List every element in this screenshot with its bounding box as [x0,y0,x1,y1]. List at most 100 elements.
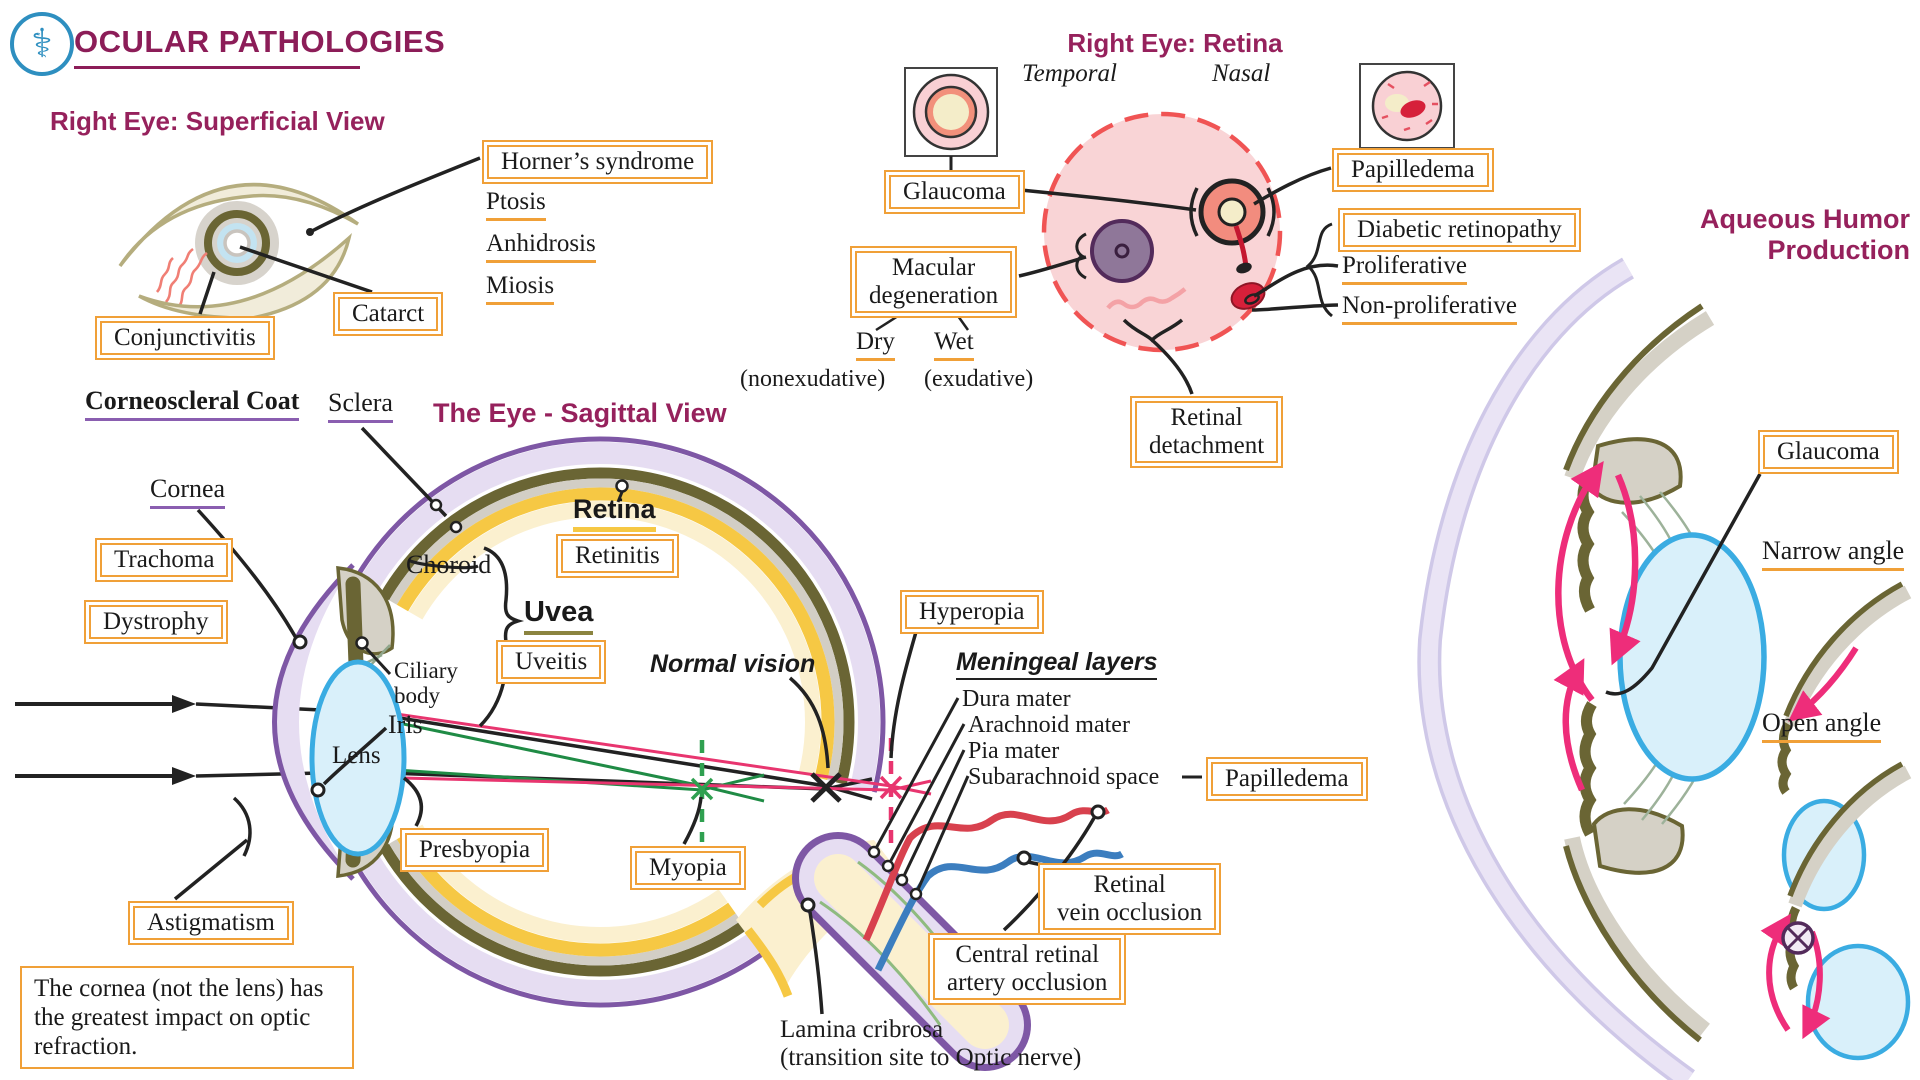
aq-glaucoma-leader [1605,473,1762,696]
macular-line2: degeneration [869,282,999,309]
macula-brace [1075,232,1087,280]
aq-lens [1617,532,1767,782]
wet-label: Wet [934,328,974,361]
choroid-label: Choroid [406,550,492,579]
presbyopia-box: Presbyopia [400,828,550,872]
retina-heading: Right Eye: Retina [1067,28,1283,58]
temporal-label: Temporal [1022,60,1117,87]
aq-cornea-band [1420,260,1693,1080]
diabetic-label: Diabetic retinopathy [1357,216,1562,243]
ciliary-body-label: Ciliary body [394,658,458,708]
aq-glaucoma-box: Glaucoma [1758,430,1899,474]
lamina-line2: (transition site to Optic nerve) [780,1044,1082,1071]
astigmatism-label: Astigmatism [147,909,275,936]
dura-label: Dura mater [962,686,1071,712]
aq-ciliary-bottom [1591,807,1685,875]
horners-leader [311,156,481,233]
retina-wrap-bottom [744,927,793,998]
cornea-outline [272,563,355,881]
myopia-box: Myopia [630,846,746,890]
arachnoid-label: Arachnoid mater [968,712,1130,738]
anhidrosis-label: Anhidrosis [486,230,596,263]
retinitis-label: Retinitis [575,542,660,569]
glaucoma-box: Glaucoma [884,170,1025,214]
dystrophy-box: Dystrophy [84,600,228,644]
glaucoma-label: Glaucoma [903,178,1006,205]
aq-iris-top [1577,475,1595,613]
vein-occl-line2: vein occlusion [1057,899,1203,926]
disc-vessel [1233,225,1249,267]
dystrophy-label: Dystrophy [103,608,209,635]
hyperopia-focus-x [879,775,903,800]
retinitis-box: Retinitis [556,534,679,578]
conjunctivitis-box: Conjunctivitis [95,316,275,360]
lower-eyelid [138,232,352,320]
diabetic-retinopathy-box: Diabetic retinopathy [1338,208,1581,252]
horners-box: Horner’s syndrome [482,140,714,184]
disc-arc-left [1189,187,1199,237]
staff-of-asclepius-icon: ⚕ [10,12,74,76]
lens-shape [309,659,407,857]
retinal-detachment-box: Retinal detachment [1130,396,1284,468]
artery-occl-line1: Central retinal [955,941,1100,968]
conjunctivitis-leader [198,271,216,315]
vein-occl-line1: Retinal [1093,871,1166,898]
dry-tick [875,314,899,332]
myopia-label: Myopia [649,854,727,881]
retina-label: Retina [573,494,656,532]
papilledema-box: Papilledema [1332,148,1494,192]
uvea-label: Uvea [524,596,594,635]
narrow-angle-inset [1777,581,1912,912]
papilledema-leader [1253,166,1332,206]
light-rays [15,695,932,846]
aqueous-heading: Aqueous Humor Production [1610,204,1910,266]
disc-arc-right [1266,187,1276,237]
sclera-label: Sclera [328,388,393,423]
fundus-drawing [875,63,1455,395]
aq-iris-bottom [1579,701,1597,837]
horners-label: Horner’s syndrome [501,148,695,175]
non-proliferative-label: Non-proliferative [1342,292,1517,325]
papilledema-inset-flames [1381,80,1438,132]
open-angle-inset [1760,761,1912,1061]
nasal-label: Nasal [1212,60,1271,87]
artery-occl-line2: artery occlusion [947,969,1108,996]
ciliary-line1: Ciliary [394,658,458,683]
conjunctivitis-vessels [155,247,208,309]
proliferative-leader [1253,263,1339,298]
hyperopia-box: Hyperopia [900,590,1044,634]
central-retinal-artery [862,806,1110,942]
title-underline [74,66,360,69]
aqueous-heading-line2: Production [1767,235,1911,265]
lamina-line1: Lamina cribrosa [780,1016,944,1043]
superficial-heading: Right Eye: Superficial View [50,106,385,136]
aq-sclera-top-edge [1563,303,1704,472]
cataract-leader [239,245,373,294]
dry-sub-label: (nonexudative) [740,366,886,392]
superficial-eye-drawing [118,156,481,320]
optic-cup [1217,197,1247,227]
aq-glaucoma-label: Glaucoma [1777,438,1880,465]
hemorrhage-ring [1244,293,1260,305]
sagittal-heading: The Eye - Sagittal View [433,398,727,428]
ciliary-line2: body [394,683,440,708]
sagittal-leaders [173,426,1202,1015]
iris-label: Iris [388,710,423,739]
conjunctivitis-label: Conjunctivitis [114,324,256,351]
aqueous-heading-line1: Aqueous Humor [1699,204,1910,234]
papilledema-sagittal-box: Papilledema [1206,757,1368,801]
glaucoma-leader [1020,188,1197,212]
subarachnoid-label: Subarachnoid space [968,764,1160,790]
normal-vision-label: Normal vision [650,650,816,678]
cataract-box: Catarct [333,292,444,336]
dry-label: Dry [856,328,895,361]
nonproliferative-leader [1251,303,1339,312]
aq-sclera-bottom-edge [1563,845,1702,1043]
vessel-knot [1236,262,1252,274]
narrow-angle-label: Narrow angle [1762,536,1905,571]
pia-label: Pia mater [968,738,1060,764]
detachment-squiggle [1106,287,1187,310]
upper-eyelid [118,182,360,268]
detachment-leader [1150,338,1194,395]
